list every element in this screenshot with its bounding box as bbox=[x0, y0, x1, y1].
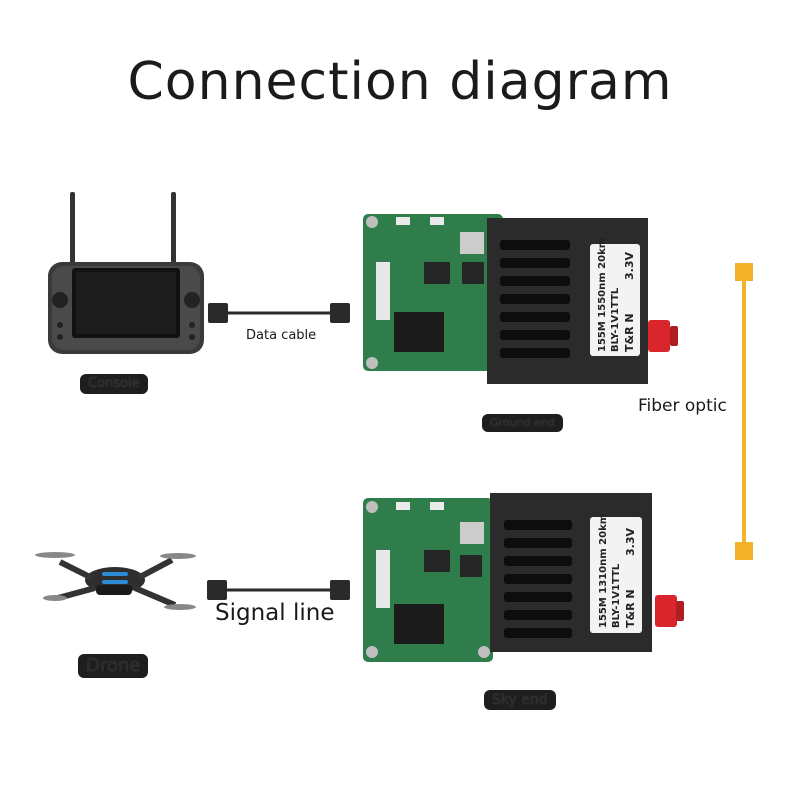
signal-line-label: Signal line bbox=[215, 600, 335, 626]
sky-end-label: Sky end bbox=[484, 690, 556, 710]
drone-icon bbox=[35, 552, 196, 610]
console-icon bbox=[48, 192, 204, 354]
drone-label: Drone bbox=[78, 654, 149, 678]
sky-module bbox=[363, 493, 684, 662]
signal-line bbox=[207, 580, 350, 600]
svg-text:BLY-1V1TTL: BLY-1V1TTL bbox=[610, 287, 621, 352]
fiber-optic-label: Fiber optic bbox=[638, 396, 727, 416]
console-label: Console bbox=[80, 374, 148, 394]
page-title: Connection diagram bbox=[127, 52, 673, 112]
svg-text:155M 1310nm 20km: 155M 1310nm 20km bbox=[598, 514, 609, 628]
svg-text:155M 1550nm 20km: 155M 1550nm 20km bbox=[597, 238, 608, 352]
svg-text:3.3V: 3.3V bbox=[624, 528, 637, 556]
data-cable-label: Data cable bbox=[246, 328, 317, 343]
sky-module-label: 155M 1310nm 20km BLY-1V1TTL T&R N 3.3V bbox=[598, 514, 637, 628]
svg-text:BLY-1V1TTL: BLY-1V1TTL bbox=[611, 563, 622, 628]
ground-module-label: 155M 1550nm 20km BLY-1V1TTL T&R N 3.3V bbox=[597, 238, 636, 352]
svg-text:3.3V: 3.3V bbox=[623, 252, 636, 280]
svg-text:T&R N: T&R N bbox=[624, 589, 637, 628]
svg-text:T&R N: T&R N bbox=[623, 313, 636, 352]
ground-end-label: Ground end bbox=[482, 414, 563, 432]
fiber-optic-cable bbox=[735, 263, 753, 560]
data-cable bbox=[208, 303, 350, 323]
ground-module bbox=[363, 214, 678, 384]
